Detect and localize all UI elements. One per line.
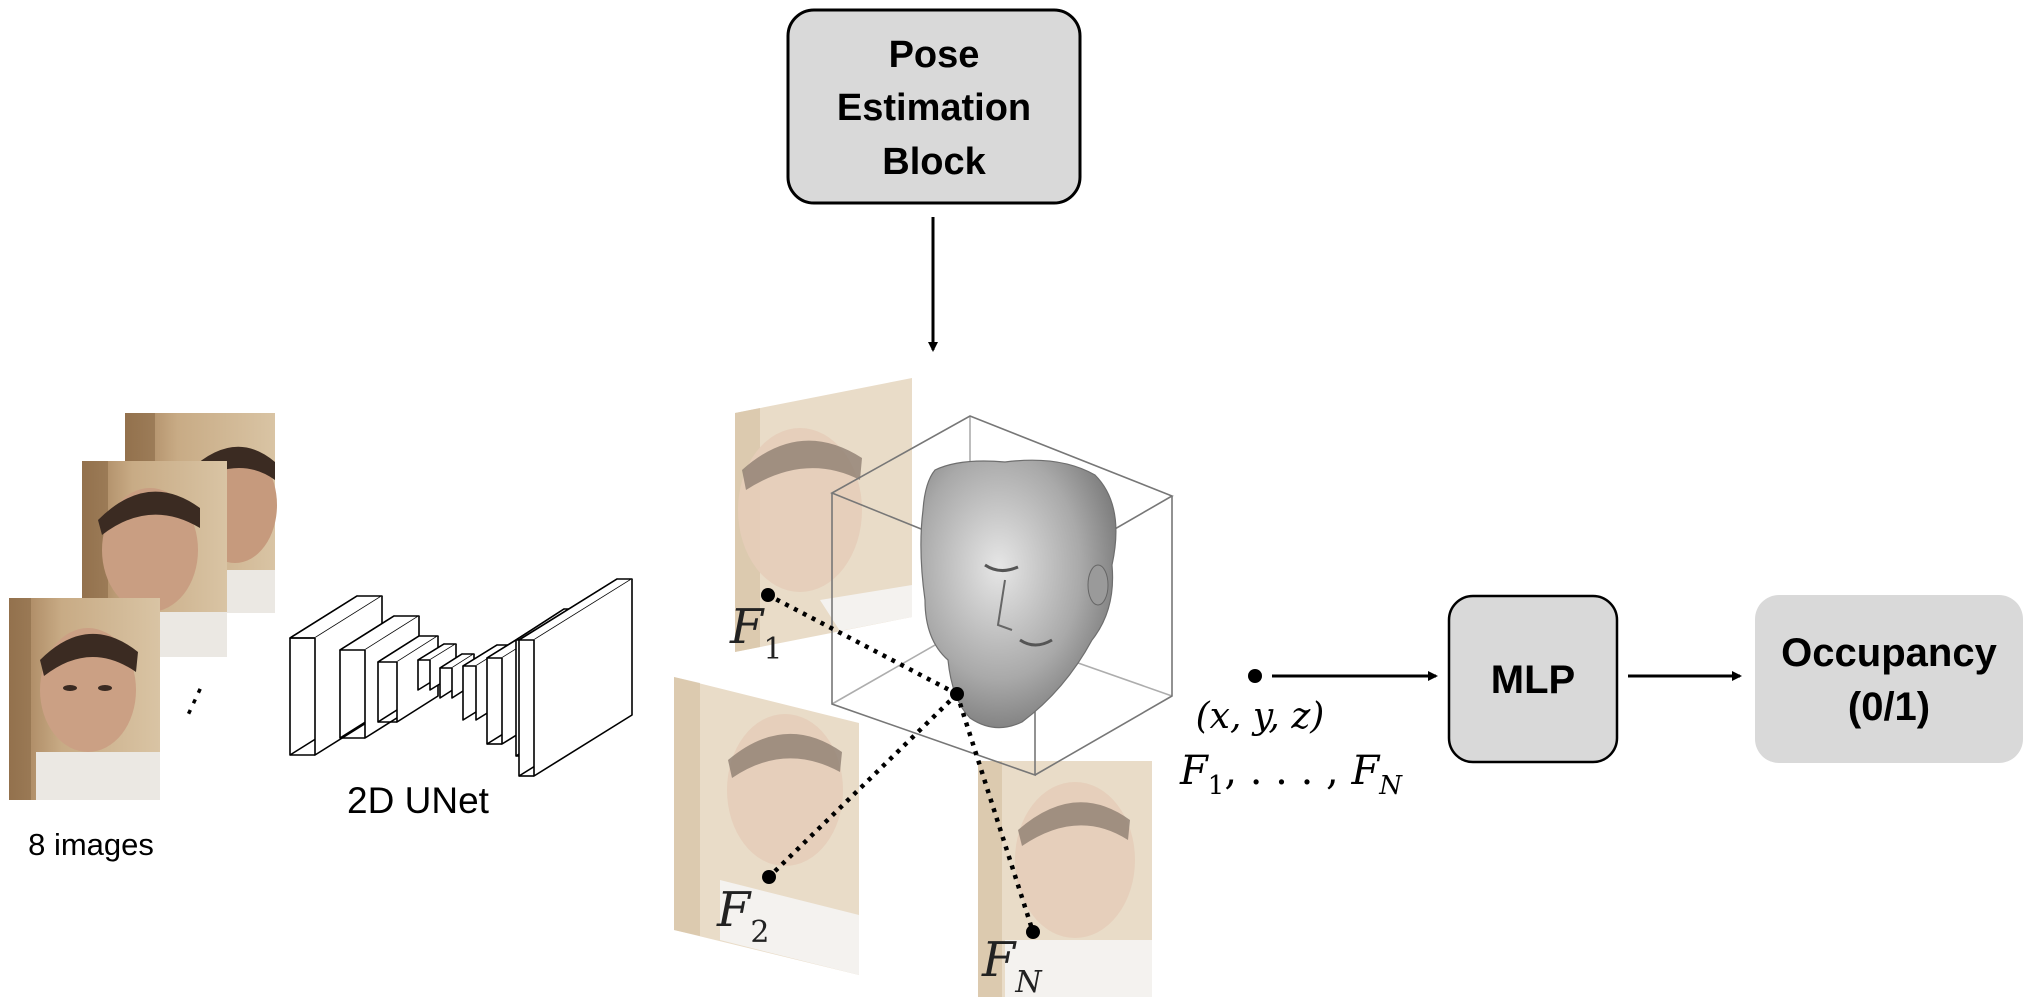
projection-rays	[766, 593, 1036, 933]
features-list-label: F1, . . . , FN	[1179, 748, 1403, 801]
input-image-stack	[9, 413, 277, 800]
occupancy-line2: (0/1)	[1848, 685, 1930, 729]
projected-image-f1	[735, 378, 912, 652]
pose-block-line2: Estimation	[837, 87, 1031, 129]
occupancy-line1: Occupancy	[1781, 631, 1997, 675]
input-photo-1	[9, 598, 160, 800]
label-f2: F2	[716, 882, 769, 950]
input-caption: 8 images	[28, 827, 154, 862]
unet-diagram	[289, 578, 633, 777]
feature-point-fn	[1026, 925, 1040, 939]
unet-label: 2D UNet	[347, 780, 490, 821]
reconstructed-head	[920, 459, 1117, 729]
pose-block-line3: Block	[882, 141, 986, 183]
pose-block-line1: Pose	[889, 34, 980, 76]
mlp-box: MLP	[1447, 594, 1619, 764]
query-point	[1248, 669, 1262, 683]
pose-estimation-block: Pose Estimation Block	[786, 8, 1082, 205]
label-f1: F1	[729, 599, 782, 667]
label-fn: FN	[981, 932, 1043, 1000]
ray-to-f2	[767, 692, 959, 879]
images-ellipsis: ⋮	[171, 677, 218, 726]
point-coordinates-label: (x, y, z)	[1196, 696, 1325, 737]
occupancy-output-box: Occupancy (0/1)	[1755, 595, 2023, 763]
feature-point-f2	[762, 870, 776, 884]
projected-image-f2	[674, 677, 859, 975]
sample-point-3d	[950, 687, 964, 701]
feature-point-f1	[761, 588, 775, 602]
mlp-label: MLP	[1491, 658, 1575, 702]
ray-to-fn	[954, 693, 1036, 933]
